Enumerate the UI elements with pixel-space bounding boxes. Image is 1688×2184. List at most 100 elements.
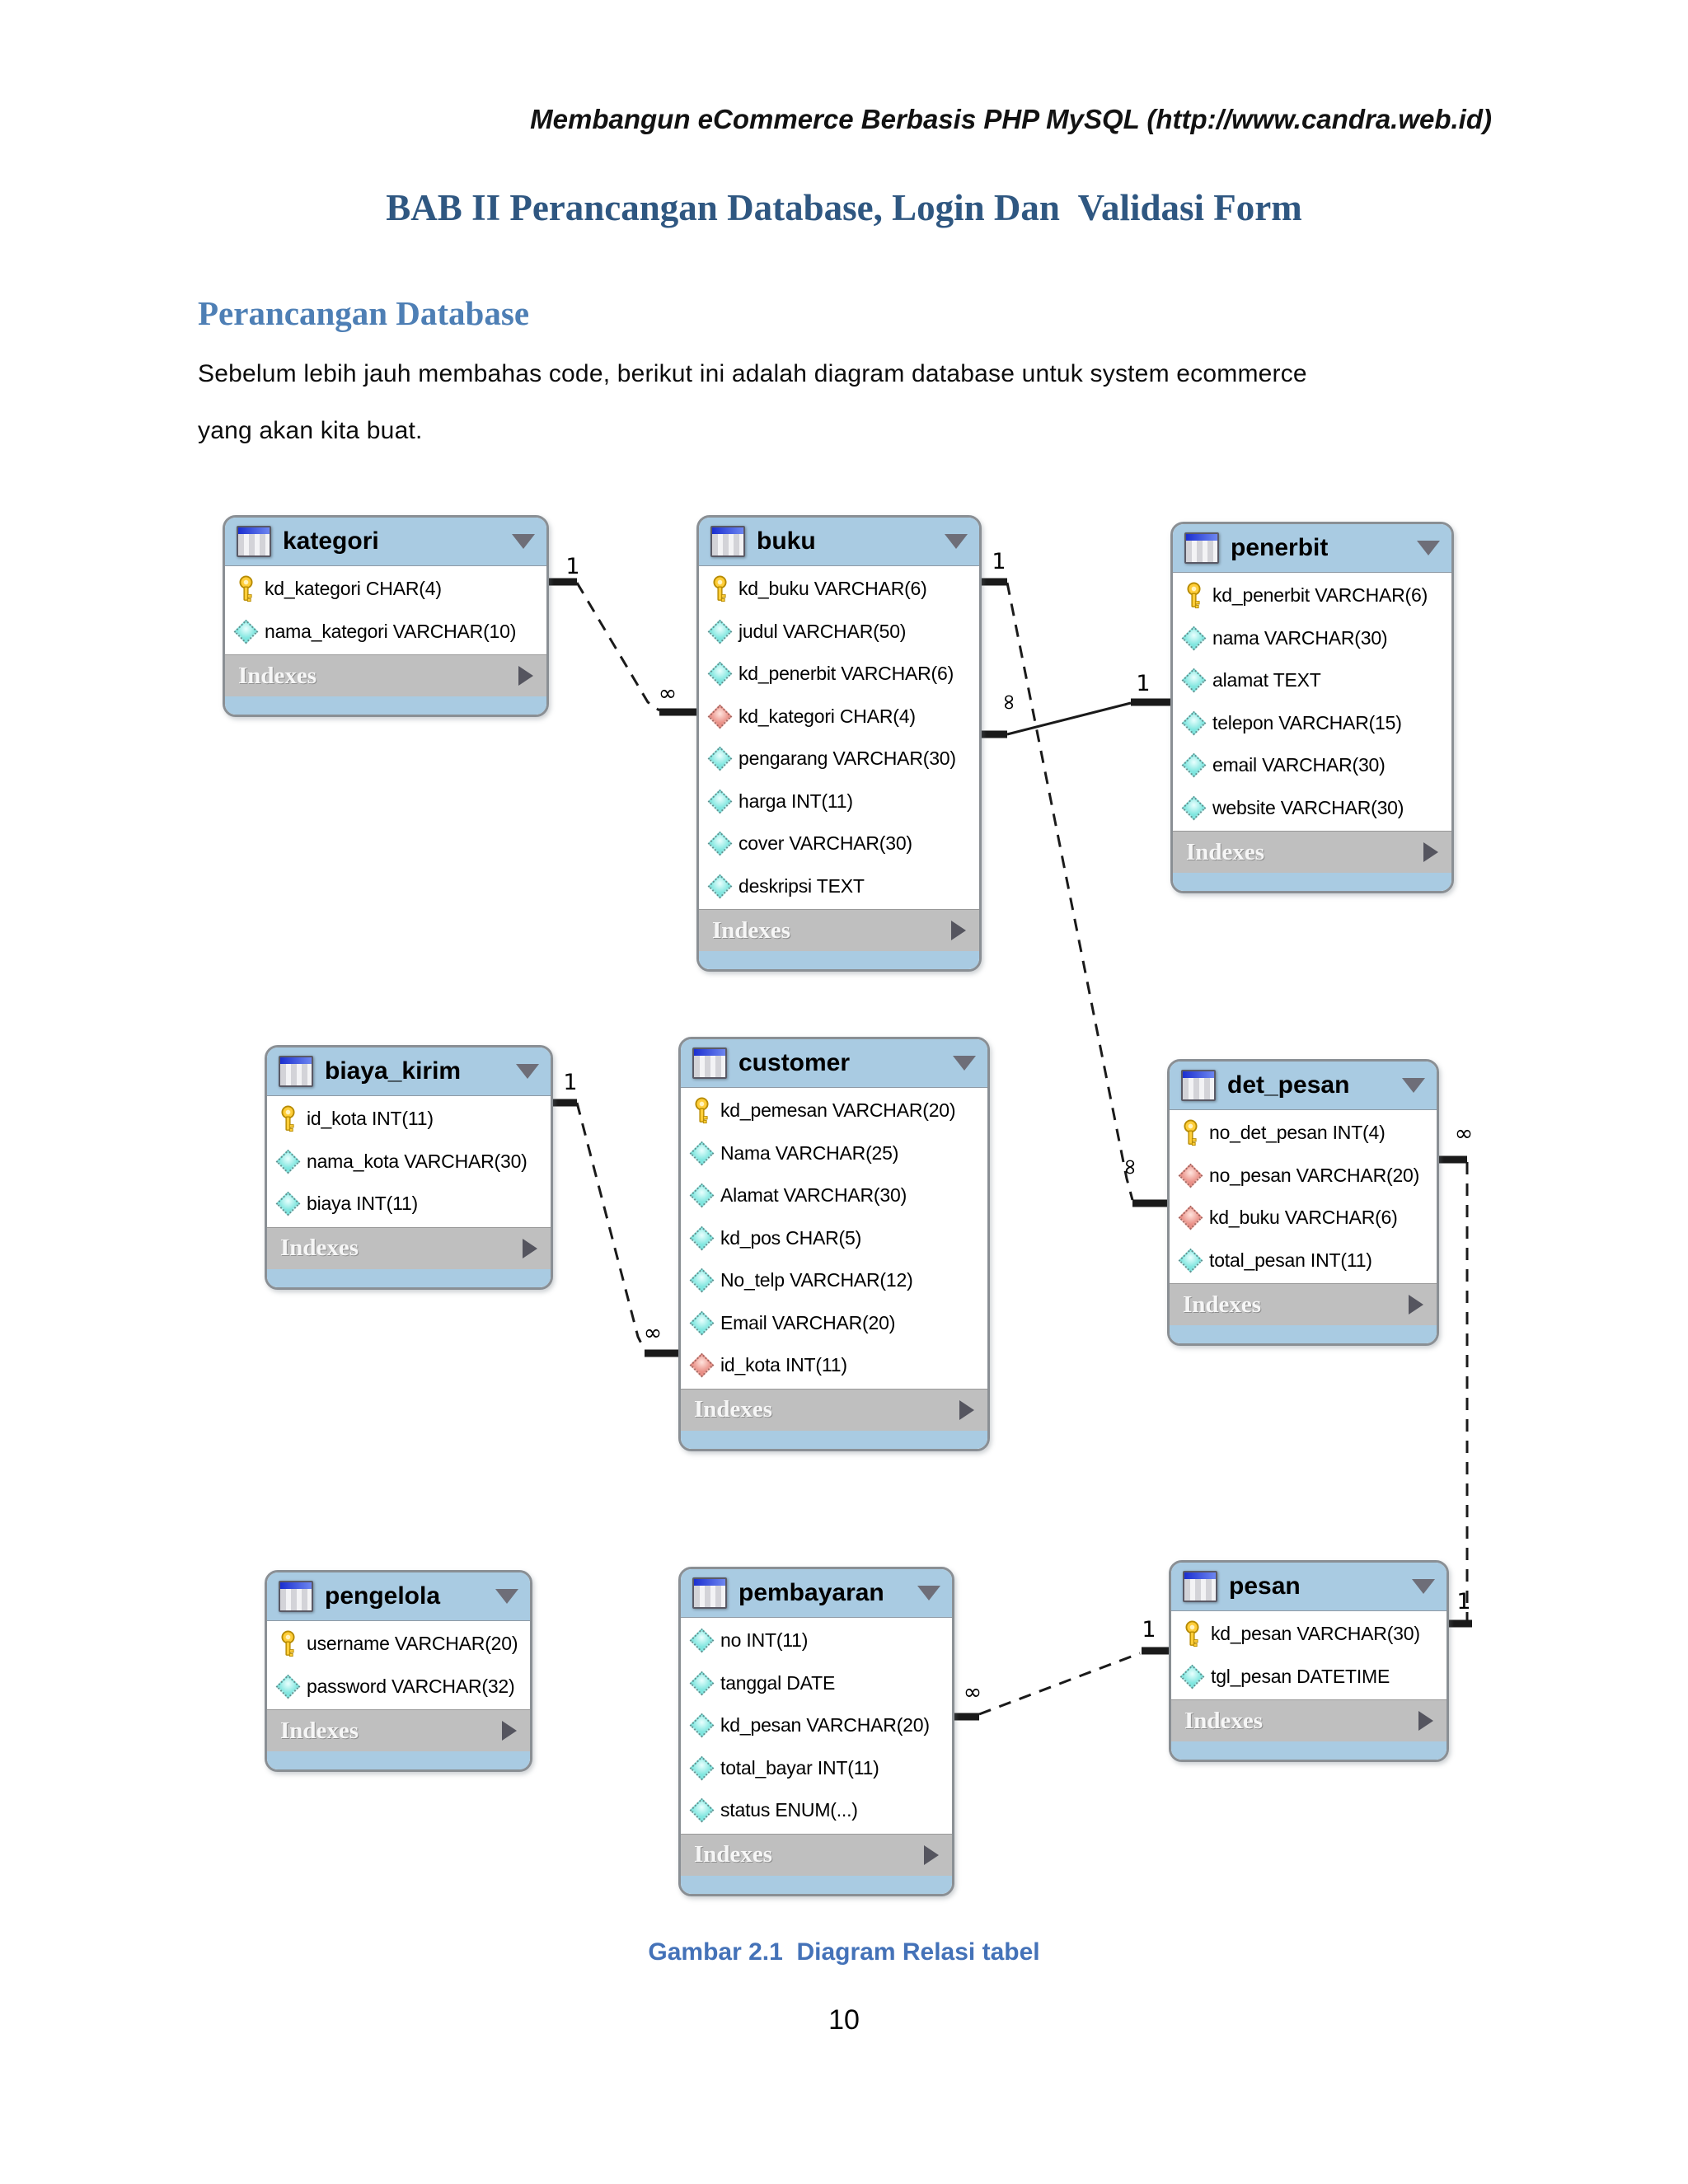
expand-arrow-icon bbox=[951, 921, 966, 940]
field-row: no INT(11) bbox=[681, 1619, 952, 1662]
collapse-arrow-icon bbox=[1417, 541, 1440, 555]
indexes-row: Indexes bbox=[267, 1226, 551, 1269]
field-text: No_telp VARCHAR(12) bbox=[720, 1269, 913, 1291]
field-row: judul VARCHAR(50) bbox=[699, 611, 979, 654]
chapter-title: BAB II Perancangan Database, Login Dan V… bbox=[386, 187, 1302, 228]
field-text: website VARCHAR(30) bbox=[1212, 796, 1404, 818]
field-row: username VARCHAR(20) bbox=[267, 1623, 530, 1666]
body-text-line1: Sebelum lebih jauh membahas code, beriku… bbox=[198, 360, 1307, 387]
indexes-label: Indexes bbox=[1186, 838, 1265, 865]
indexes-label: Indexes bbox=[694, 1396, 773, 1422]
table-name: biaya_kirim bbox=[325, 1057, 462, 1085]
attribute-icon bbox=[689, 1310, 714, 1336]
cardinality-label: 1 bbox=[992, 549, 1006, 574]
field-text: status ENUM(...) bbox=[720, 1799, 858, 1821]
field-text: tgl_pesan DATETIME bbox=[1211, 1665, 1390, 1687]
cardinality-label: ∞ bbox=[996, 693, 1022, 712]
table-icon bbox=[279, 1581, 313, 1612]
foreign-key-icon bbox=[689, 1352, 714, 1378]
table-icon bbox=[692, 1047, 727, 1079]
attribute-icon bbox=[689, 1755, 714, 1781]
field-text: kd_kategori CHAR(4) bbox=[738, 705, 916, 727]
table-header: pesan bbox=[1171, 1563, 1447, 1611]
field-text: username VARCHAR(20) bbox=[307, 1633, 518, 1655]
table-icon bbox=[710, 526, 745, 557]
table-buku: buku kd_buku VARCHAR(6)judul VARCHAR(50) k… bbox=[696, 515, 982, 972]
relationship-kategori-buku bbox=[575, 582, 660, 712]
attribute-icon bbox=[1181, 626, 1206, 651]
field-text: kd_kategori CHAR(4) bbox=[265, 578, 442, 600]
field-row: kd_buku VARCHAR(6) bbox=[699, 568, 979, 611]
field-row: biaya INT(11) bbox=[267, 1183, 551, 1226]
field-row: total_bayar INT(11) bbox=[681, 1747, 952, 1790]
field-text: deskripsi TEXT bbox=[738, 874, 865, 897]
field-row: total_pesan INT(11) bbox=[1170, 1240, 1437, 1282]
collapse-arrow-icon bbox=[953, 1056, 976, 1071]
field-row: kd_buku VARCHAR(6) bbox=[1170, 1197, 1437, 1240]
field-row: Alamat VARCHAR(30) bbox=[681, 1174, 987, 1217]
field-row: kd_pos CHAR(5) bbox=[681, 1217, 987, 1260]
indexes-label: Indexes bbox=[1184, 1707, 1264, 1734]
table-name: pembayaran bbox=[738, 1579, 884, 1606]
field-text: kd_pesan VARCHAR(30) bbox=[1211, 1623, 1420, 1645]
field-text: kd_pemesan VARCHAR(20) bbox=[720, 1099, 956, 1122]
field-row: password VARCHAR(32) bbox=[267, 1666, 530, 1708]
field-text: id_kota INT(11) bbox=[307, 1108, 434, 1130]
field-text: tanggal DATE bbox=[720, 1671, 836, 1694]
field-text: id_kota INT(11) bbox=[720, 1354, 847, 1376]
expand-arrow-icon bbox=[1418, 1711, 1433, 1731]
body-text-line2: yang akan kita buat. bbox=[198, 417, 423, 444]
indexes-row: Indexes bbox=[267, 1709, 530, 1751]
expand-arrow-icon bbox=[518, 666, 533, 686]
attribute-icon bbox=[1181, 668, 1206, 693]
table-footer-strip bbox=[225, 696, 546, 715]
foreign-key-icon bbox=[1178, 1205, 1203, 1230]
foreign-key-icon bbox=[1178, 1163, 1203, 1188]
table-name: det_pesan bbox=[1227, 1071, 1350, 1099]
cardinality-label: 1 bbox=[1136, 671, 1150, 696]
cardinality-label: 1 bbox=[1456, 1589, 1470, 1615]
table-footer-strip bbox=[1170, 1325, 1437, 1343]
field-text: kd_pesan VARCHAR(20) bbox=[720, 1714, 930, 1736]
field-row: alamat TEXT bbox=[1173, 659, 1451, 702]
table-name: penerbit bbox=[1231, 534, 1329, 561]
cardinality-label: 1 bbox=[565, 554, 579, 579]
indexes-label: Indexes bbox=[280, 1717, 359, 1744]
collapse-arrow-icon bbox=[1412, 1579, 1435, 1594]
primary-key-icon bbox=[707, 575, 732, 603]
table-fields: kd_pesan VARCHAR(30) tgl_pesan DATETIME bbox=[1171, 1611, 1447, 1699]
field-row: email VARCHAR(30) bbox=[1173, 744, 1451, 787]
field-text: kd_buku VARCHAR(6) bbox=[1209, 1207, 1398, 1229]
field-row: kd_penerbit VARCHAR(6) bbox=[1173, 574, 1451, 617]
field-text: biaya INT(11) bbox=[307, 1193, 419, 1215]
expand-arrow-icon bbox=[502, 1721, 517, 1741]
field-text: Email VARCHAR(20) bbox=[720, 1311, 896, 1333]
expand-arrow-icon bbox=[523, 1238, 537, 1258]
attribute-icon bbox=[689, 1797, 714, 1823]
table-footer-strip bbox=[1171, 1741, 1447, 1760]
primary-key-icon bbox=[1179, 1620, 1204, 1648]
table-header: customer bbox=[681, 1039, 987, 1088]
field-row: harga INT(11) bbox=[699, 780, 979, 823]
table-name: buku bbox=[757, 527, 816, 555]
field-row: kd_pesan VARCHAR(20) bbox=[681, 1704, 952, 1747]
field-text: total_bayar INT(11) bbox=[720, 1756, 879, 1779]
table-icon bbox=[279, 1056, 313, 1087]
indexes-row: Indexes bbox=[225, 654, 546, 696]
relationship-pesan-pembayaran bbox=[978, 1652, 1141, 1716]
table-icon bbox=[1181, 1070, 1216, 1101]
field-row: kd_pesan VARCHAR(30) bbox=[1171, 1613, 1447, 1656]
field-row: id_kota INT(11) bbox=[681, 1344, 987, 1387]
indexes-label: Indexes bbox=[280, 1235, 359, 1261]
field-row: id_kota INT(11) bbox=[267, 1098, 551, 1141]
attribute-icon bbox=[275, 1149, 300, 1174]
field-text: email VARCHAR(30) bbox=[1212, 754, 1386, 776]
table-footer-strip bbox=[267, 1751, 530, 1769]
attribute-icon bbox=[275, 1674, 300, 1699]
primary-key-icon bbox=[689, 1097, 714, 1125]
section-heading: Perancangan Database bbox=[198, 294, 530, 332]
indexes-label: Indexes bbox=[1183, 1291, 1262, 1318]
attribute-icon bbox=[1181, 752, 1206, 778]
